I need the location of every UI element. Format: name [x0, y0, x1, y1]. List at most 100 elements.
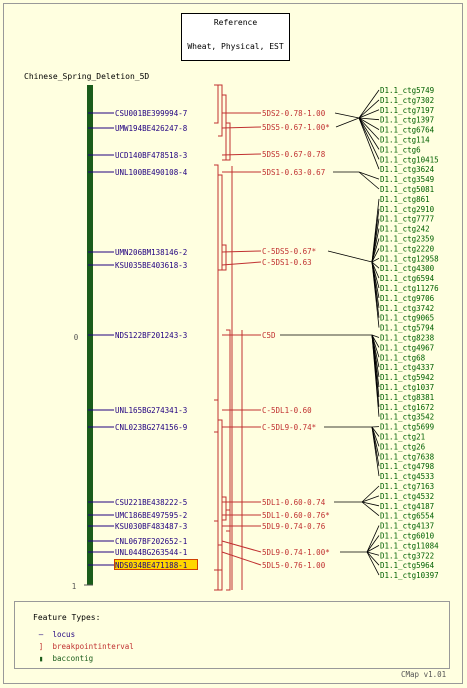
contig-label[interactable]: D1.1_ctg6554	[380, 512, 435, 521]
contig-label[interactable]: D1.1_ctg3722	[380, 551, 434, 560]
contig-label[interactable]: D1.1_ctg12958	[380, 254, 439, 263]
contig-label[interactable]: D1.1_ctg5699	[380, 423, 434, 432]
map-title[interactable]: Chinese_Spring_Deletion_5D	[24, 72, 150, 81]
interval-label[interactable]: C-5DS1-0.63	[262, 258, 312, 267]
locus-label[interactable]: CSU221BE438222-5	[115, 498, 187, 507]
bracket-icon: ]	[38, 642, 44, 651]
interval-connector	[221, 261, 262, 266]
contig-connector	[371, 248, 380, 263]
contig-label[interactable]: D1.1_ctg6010	[380, 532, 435, 541]
legend: Feature Types: — locus ] breakpointinter…	[14, 601, 450, 669]
locus-label[interactable]: KSU030BF483487-3	[115, 522, 187, 531]
contig-label[interactable]: D1.1_ctg9706	[380, 294, 435, 303]
contig-label[interactable]: D1.1_ctg7197	[380, 106, 434, 115]
contig-label[interactable]: D1.1_ctg5749	[380, 86, 434, 95]
locus-label[interactable]: UCD140BF478518-3	[115, 151, 187, 160]
legend-label-locus: locus	[52, 630, 76, 639]
contig-label[interactable]: D1.1_ctg2220	[380, 244, 435, 253]
locus-label[interactable]: CSU001BE399994-7	[115, 109, 187, 118]
interval-label[interactable]: 5DL1-0.60-0.74	[262, 498, 326, 507]
contig-label[interactable]: D1.1_ctg3549	[380, 175, 434, 184]
contig-label[interactable]: D1.1_ctg4337	[380, 363, 434, 372]
contig-connector	[358, 117, 380, 150]
locus-label[interactable]: UMW194BE426247-8	[115, 124, 188, 133]
locus-label[interactable]: UMC186BE497595-2	[115, 511, 187, 520]
contig-label[interactable]: D1.1_ctg4533	[380, 472, 434, 481]
contig-label[interactable]: D1.1_ctg10415	[380, 155, 439, 164]
contig-label[interactable]: D1.1_ctg5964	[380, 561, 435, 570]
contig-label[interactable]: D1.1_ctg1397	[380, 116, 434, 125]
contig-label[interactable]: D1.1_ctg114	[380, 136, 430, 145]
contig-label[interactable]: D1.1_ctg68	[380, 353, 426, 362]
interval-label[interactable]: C-5DL9-0.74*	[262, 423, 316, 432]
interval-label[interactable]: 5DS5-0.67-0.78	[262, 150, 326, 159]
contig-connector	[358, 117, 380, 170]
contig-label[interactable]: D1.1_ctg1037	[380, 383, 434, 392]
contig-label[interactable]: D1.1_ctg6	[380, 145, 421, 154]
locus-label[interactable]: CNL067BF202652-1	[115, 537, 187, 546]
contig-label[interactable]: D1.1_ctg8381	[380, 393, 434, 402]
contig-label[interactable]: D1.1_ctg4967	[380, 343, 434, 352]
contig-label[interactable]: D1.1_ctg861	[380, 195, 430, 204]
locus-label[interactable]: UNL100BE490108-4	[115, 168, 188, 177]
legend-item-baccontig: ▮ baccontig	[34, 654, 93, 663]
contig-label[interactable]: D1.1_ctg6764	[380, 126, 435, 135]
contig-label[interactable]: D1.1_ctg21	[380, 433, 425, 442]
interval-label[interactable]: C-5DS5-0.67*	[262, 247, 316, 256]
locus-label[interactable]: NDS034BE471188-1	[115, 561, 187, 570]
interval-label[interactable]: 5DL1-0.60-0.76*	[262, 511, 330, 520]
contig-label[interactable]: D1.1_ctg10397	[380, 571, 439, 580]
interval-label[interactable]: 5DS5-0.67-1.00*	[262, 123, 330, 132]
contig-connector	[358, 109, 380, 119]
contig-label[interactable]: D1.1_ctg7302	[380, 96, 434, 105]
contig-label[interactable]: D1.1_ctg1672	[380, 403, 434, 412]
contig-connector	[358, 117, 380, 140]
locus-label[interactable]: CNL023BG274156-9	[115, 423, 187, 432]
interval-label[interactable]: C5D	[262, 331, 276, 340]
contig-label[interactable]: D1.1_ctg9065	[380, 314, 434, 323]
breakpoint-bracket	[214, 520, 219, 571]
contig-label[interactable]: D1.1_ctg4532	[380, 492, 434, 501]
interval-label[interactable]: 5DS2-0.78-1.00	[262, 109, 326, 118]
legend-label-breakpointinterval: breakpointinterval	[52, 642, 134, 651]
contig-label[interactable]: D1.1_ctg2910	[380, 205, 435, 214]
contig-label[interactable]: D1.1_ctg8238	[380, 334, 435, 343]
contig-label[interactable]: D1.1_ctg3742	[380, 304, 434, 313]
contig-label[interactable]: D1.1_ctg6594	[380, 274, 435, 283]
interval-label[interactable]: 5DL9-0.74-1.00*	[262, 548, 330, 557]
locus-label[interactable]: UNL165BG274341-3	[115, 406, 187, 415]
comparative-map-diagram: 01CSU001BE399994-7UMW194BE426247-8UCD140…	[72, 84, 439, 591]
contig-label[interactable]: D1.1_ctg7777	[380, 215, 434, 224]
contig-label[interactable]: D1.1_ctg11276	[380, 284, 439, 293]
contig-connector	[358, 117, 380, 121]
contig-label[interactable]: D1.1_ctg3542	[380, 413, 434, 422]
contig-label[interactable]: D1.1_ctg26	[380, 442, 426, 451]
locus-label[interactable]: UMN206BM138146-2	[115, 248, 187, 257]
legend-item-locus: — locus	[34, 630, 75, 639]
interval-label[interactable]: 5DS1-0.63-0.67	[262, 168, 325, 177]
contig-label[interactable]: D1.1_ctg5081	[380, 185, 434, 194]
interval-label[interactable]: C-5DL1-0.60	[262, 406, 312, 415]
contig-label[interactable]: D1.1_ctg5942	[380, 373, 434, 382]
reference-map-box[interactable]: Reference Wheat, Physical, EST	[181, 13, 290, 61]
interval-label[interactable]: 5DL9-0.74-0.76	[262, 522, 326, 531]
version-label: CMap v1.01	[401, 670, 447, 679]
contig-label[interactable]: D1.1_ctg4187	[380, 502, 434, 511]
contig-label[interactable]: D1.1_ctg242	[380, 225, 430, 234]
contig-label[interactable]: D1.1_ctg7163	[380, 482, 434, 491]
contig-label[interactable]: D1.1_ctg4300	[380, 264, 435, 273]
breakpoint-bracket	[222, 244, 227, 271]
interval-contig-connector	[334, 112, 360, 119]
locus-label[interactable]: UNL044BG263544-1	[115, 548, 187, 557]
contig-label[interactable]: D1.1_ctg2359	[380, 235, 434, 244]
locus-label[interactable]: KSU035BE403618-3	[115, 261, 187, 270]
contig-label[interactable]: D1.1_ctg4137	[380, 522, 434, 531]
locus-label[interactable]: NDS122BF201243-3	[115, 331, 187, 340]
contig-label[interactable]: D1.1_ctg3624	[380, 165, 435, 174]
scale-label-bottom: 1	[72, 582, 77, 591]
contig-label[interactable]: D1.1_ctg5794	[380, 324, 435, 333]
interval-label[interactable]: 5DL5-0.76-1.00	[262, 561, 326, 570]
contig-label[interactable]: D1.1_ctg4798	[380, 462, 435, 471]
contig-label[interactable]: D1.1_ctg7638	[380, 452, 435, 461]
contig-label[interactable]: D1.1_ctg11084	[380, 541, 439, 550]
